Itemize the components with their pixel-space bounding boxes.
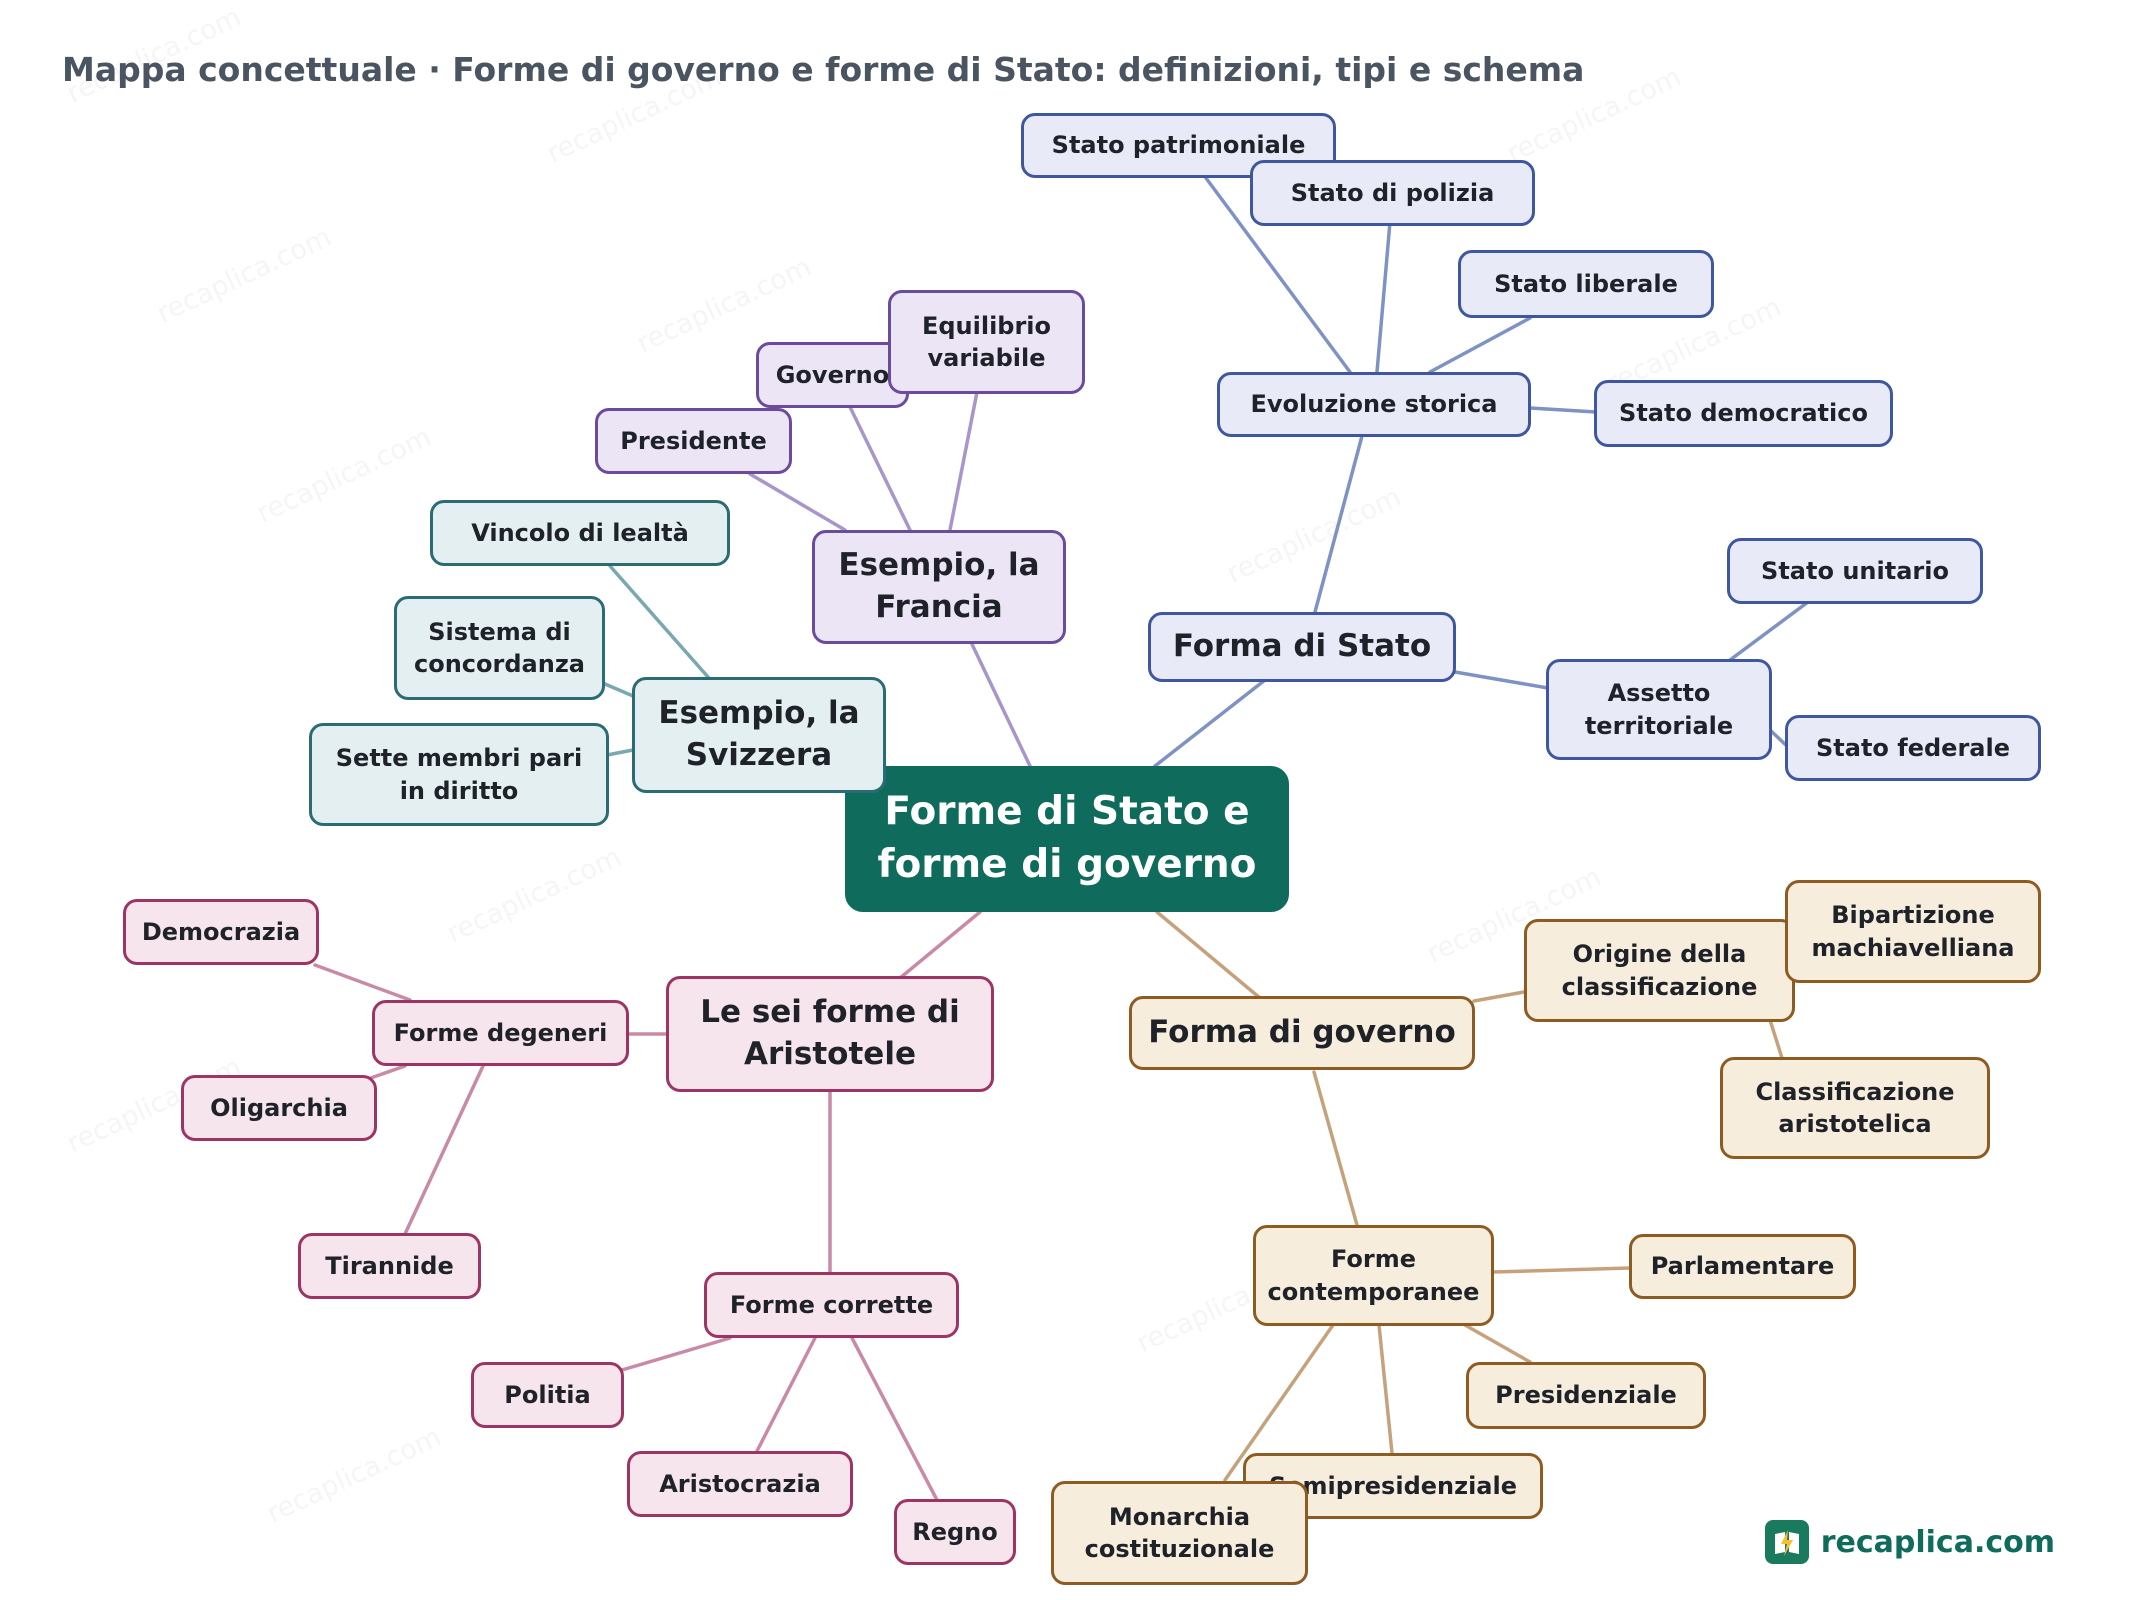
node-democrazia[interactable]: Democrazia bbox=[123, 899, 319, 965]
node-oligarchia[interactable]: Oligarchia bbox=[181, 1075, 377, 1141]
link-central-francia bbox=[968, 638, 1032, 768]
link-evoluzione-liberale bbox=[1428, 316, 1532, 374]
node-stato-unitario[interactable]: Stato unitario bbox=[1727, 538, 1983, 604]
link-corrette-regno bbox=[850, 1336, 939, 1502]
link-francia-governo bbox=[848, 405, 912, 532]
central-node[interactable]: Forme di Stato e forme di governo bbox=[845, 766, 1289, 912]
link-svizzera-sette bbox=[605, 748, 635, 757]
node-tirannide[interactable]: Tirannide bbox=[298, 1233, 481, 1299]
link-governo-origine bbox=[1472, 990, 1526, 1003]
node-evoluzione-storica[interactable]: Evoluzione storica bbox=[1217, 372, 1531, 437]
link-francia-presidente bbox=[748, 472, 847, 532]
link-francia-equilibrio bbox=[948, 390, 979, 532]
node-sistema-concordanza[interactable]: Sistema di concordanza bbox=[394, 596, 605, 700]
node-forma-di-stato[interactable]: Forma di Stato bbox=[1148, 612, 1456, 682]
lightning-book-icon bbox=[1764, 1520, 1809, 1564]
link-contemporanee-monarchia bbox=[1223, 1323, 1335, 1482]
node-assetto-territoriale[interactable]: Assetto territoriale bbox=[1546, 659, 1772, 760]
node-politia[interactable]: Politia bbox=[471, 1362, 624, 1428]
node-bipartizione-machiavelliana[interactable]: Bipartizione machiavelliana bbox=[1785, 880, 2041, 983]
node-esempio-svizzera[interactable]: Esempio, la Svizzera bbox=[632, 677, 886, 793]
node-origine-classificazione[interactable]: Origine della classificazione bbox=[1524, 919, 1795, 1022]
page-title: Mappa concettuale · Forme di governo e f… bbox=[62, 50, 1585, 89]
link-contemporanee-semi bbox=[1377, 1323, 1394, 1455]
node-regno[interactable]: Regno bbox=[894, 1499, 1016, 1565]
node-sette-membri[interactable]: Sette membri pari in diritto bbox=[309, 723, 609, 826]
node-stato-federale[interactable]: Stato federale bbox=[1785, 715, 2041, 781]
node-forma-di-governo[interactable]: Forma di governo bbox=[1129, 996, 1475, 1070]
node-stato-liberale[interactable]: Stato liberale bbox=[1458, 250, 1714, 318]
link-governo-contemporanee bbox=[1312, 1070, 1359, 1227]
node-forme-degeneri[interactable]: Forme degeneri bbox=[372, 1000, 629, 1066]
link-evoluzione-polizia bbox=[1375, 220, 1392, 374]
node-monarchia-costituzionale[interactable]: Monarchia costituzionale bbox=[1051, 1481, 1308, 1585]
link-svizzera-concordanza bbox=[603, 682, 635, 698]
node-forme-corrette[interactable]: Forme corrette bbox=[704, 1272, 959, 1338]
link-corrette-aristocrazia bbox=[754, 1336, 817, 1455]
link-svizzera-vincolo bbox=[608, 564, 710, 679]
link-central-forma-di-stato bbox=[1153, 678, 1267, 768]
node-stato-democratico[interactable]: Stato democratico bbox=[1594, 380, 1893, 447]
link-contemporanee-presidenziale bbox=[1463, 1323, 1532, 1364]
node-aristocrazia[interactable]: Aristocrazia bbox=[627, 1451, 853, 1517]
link-evoluzione-patrimoniale bbox=[1198, 168, 1352, 374]
link-assetto-unitario bbox=[1728, 600, 1810, 662]
node-classificazione-aristotelica[interactable]: Classificazione aristotelica bbox=[1720, 1057, 1990, 1159]
link-degeneri-tirannide bbox=[403, 1064, 485, 1236]
node-presidenziale[interactable]: Presidenziale bbox=[1466, 1362, 1706, 1429]
brand-logo[interactable]: recaplica.com bbox=[1764, 1520, 2055, 1564]
link-contemporanee-parlamentare bbox=[1491, 1266, 1632, 1274]
link-corrette-politia bbox=[620, 1336, 732, 1372]
node-presidente[interactable]: Presidente bbox=[595, 408, 792, 474]
link-stato-assetto bbox=[1453, 670, 1550, 690]
link-degeneri-democrazia bbox=[313, 963, 412, 1002]
link-origine-aristotelica bbox=[1768, 1018, 1784, 1060]
node-equilibrio-variabile[interactable]: Equilibrio variabile bbox=[888, 290, 1085, 394]
node-governo[interactable]: Governo bbox=[756, 342, 909, 408]
link-stato-evoluzione bbox=[1313, 434, 1364, 614]
link-central-aristotele bbox=[898, 910, 982, 980]
link-evoluzione-democratico bbox=[1528, 406, 1598, 414]
node-forme-contemporanee[interactable]: Forme contemporanee bbox=[1253, 1225, 1494, 1326]
node-esempio-francia[interactable]: Esempio, la Francia bbox=[812, 530, 1066, 644]
node-parlamentare[interactable]: Parlamentare bbox=[1629, 1234, 1856, 1299]
node-sei-forme-aristotele[interactable]: Le sei forme di Aristotele bbox=[666, 976, 994, 1092]
node-stato-di-polizia[interactable]: Stato di polizia bbox=[1250, 160, 1535, 226]
link-central-forma-di-governo bbox=[1155, 910, 1262, 1000]
logo-text: recaplica.com bbox=[1820, 1524, 2055, 1560]
node-vincolo-lealta[interactable]: Vincolo di lealtà bbox=[430, 500, 730, 566]
